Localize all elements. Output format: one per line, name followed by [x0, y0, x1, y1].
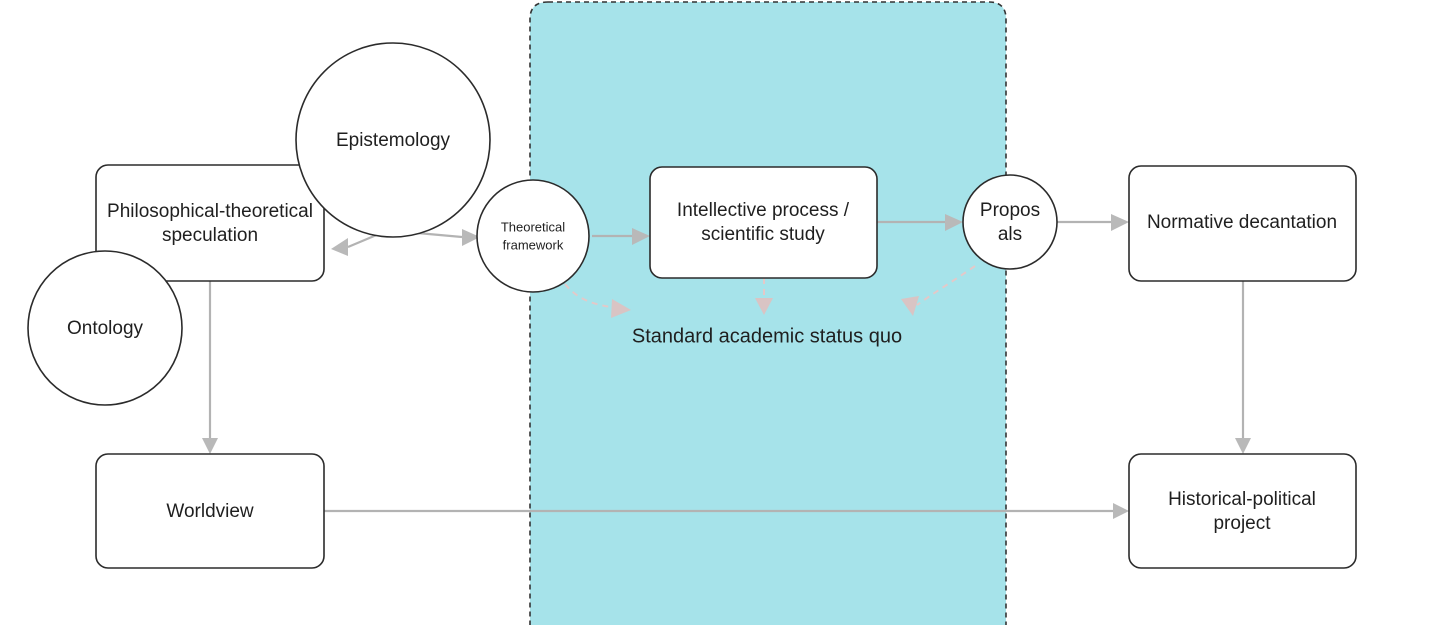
node-ontology[interactable]: Ontology — [27, 250, 183, 406]
node-proposals[interactable]: Propos als — [962, 174, 1058, 270]
edge-framework-to-status-quo — [564, 283, 631, 318]
node-normative[interactable]: Normative decantation — [1128, 165, 1357, 282]
node-proposals-shape[interactable] — [962, 174, 1058, 270]
edge-normative-to-historical — [1235, 281, 1251, 454]
node-normative-label: Normative decantation — [1147, 212, 1337, 233]
edge-intellective-to-status-quo — [755, 278, 773, 315]
node-proposals-label-line1: Propos — [980, 200, 1040, 221]
node-theoretical-framework-label-line1: Theoretical — [501, 219, 565, 234]
node-epistemology-shape[interactable] — [295, 42, 491, 238]
node-intellective-shape[interactable] — [649, 166, 878, 279]
node-speculation-shape[interactable] — [95, 164, 325, 282]
edge-speculation-to-worldview — [202, 281, 218, 454]
node-theoretical-framework[interactable]: Theoretical framework — [476, 179, 590, 293]
edge-intellective-to-proposals — [877, 214, 963, 231]
node-epistemology-label: Epistemology — [336, 130, 451, 151]
node-speculation[interactable]: Philosophical-theoretical speculation — [95, 164, 325, 282]
node-speculation-label-line2: speculation — [162, 225, 258, 246]
node-historical[interactable]: Historical-political project — [1128, 453, 1357, 569]
edge-framework-to-intellective — [592, 228, 650, 245]
node-theoretical-framework-label-line2: framework — [503, 237, 564, 252]
node-worldview-shape[interactable] — [95, 453, 325, 569]
node-ontology-shape[interactable] — [27, 250, 183, 406]
node-intellective[interactable]: Intellective process / scientific study — [649, 166, 878, 279]
node-epistemology[interactable]: Epistemology — [295, 42, 491, 238]
node-intellective-label-line1: Intellective process / — [677, 200, 850, 221]
academic-zone-band — [529, 1, 1007, 625]
node-intellective-label-line2: scientific study — [701, 224, 825, 245]
node-worldview-label: Worldview — [166, 501, 254, 522]
node-historical-label-line1: Historical-political — [1168, 489, 1316, 510]
node-normative-shape[interactable] — [1128, 165, 1357, 282]
edge-proposals-to-status-quo — [901, 265, 976, 316]
node-theoretical-framework-shape[interactable] — [476, 179, 590, 293]
node-ontology-label: Ontology — [67, 318, 144, 339]
node-historical-shape[interactable] — [1128, 453, 1357, 569]
node-proposals-label-line2: als — [998, 224, 1022, 245]
node-speculation-label-line1: Philosophical-theoretical — [107, 201, 313, 222]
edge-proposals-to-normative — [1057, 214, 1129, 231]
edge-worldview-to-historical — [324, 503, 1129, 519]
node-worldview[interactable]: Worldview — [95, 453, 325, 569]
node-status-quo-label: Standard academic status quo — [632, 325, 902, 347]
node-historical-label-line2: project — [1213, 513, 1271, 534]
